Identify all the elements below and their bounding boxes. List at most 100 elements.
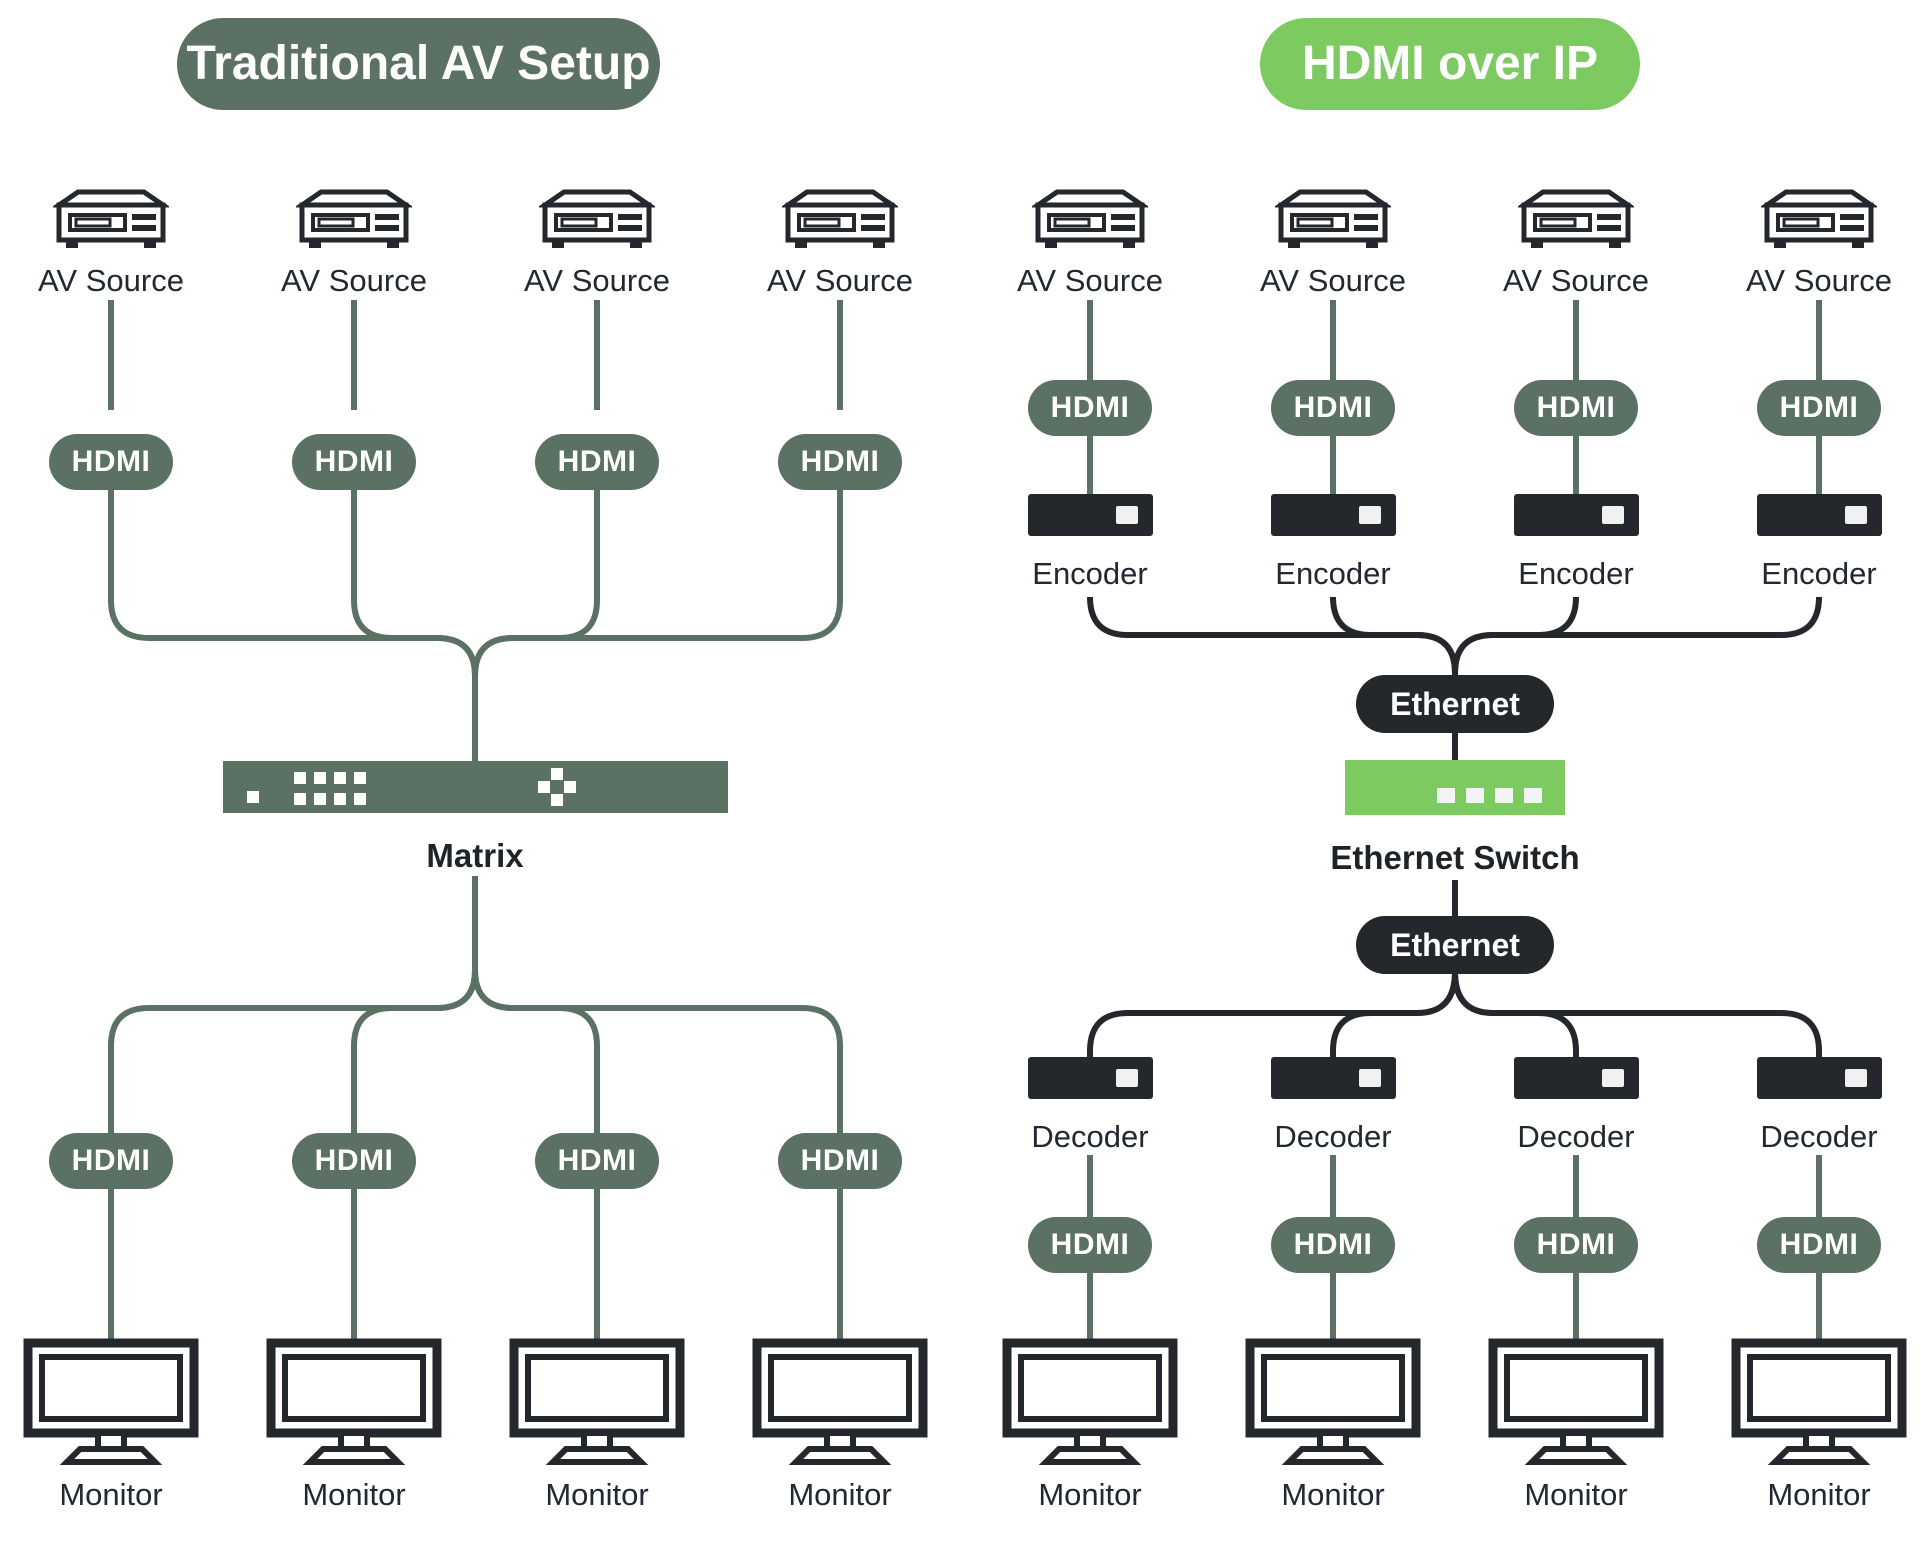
av-source-label: AV Source (1746, 263, 1892, 298)
ethernet-switch-label: Ethernet Switch (1330, 839, 1580, 876)
av-source-label: AV Source (1260, 263, 1406, 298)
ethernet-pill: Ethernet (1356, 916, 1554, 974)
hdmi-pill: HDMI (535, 434, 659, 490)
matrix-led (294, 793, 306, 805)
hdmi-pill: HDMI (49, 434, 173, 490)
hdmi-pill: HDMI (1514, 1217, 1638, 1273)
av-source-icon (1518, 188, 1634, 252)
av-source-label: AV Source (1503, 263, 1649, 298)
monitor-label: Monitor (1524, 1477, 1628, 1512)
switch-port (1495, 788, 1513, 803)
encoder-label: Encoder (1518, 556, 1634, 591)
hdmi-pill: HDMI (292, 1133, 416, 1189)
encoder-box-icon (1757, 494, 1882, 536)
av-source-icon (296, 188, 412, 252)
wire-segment (108, 488, 478, 763)
encoder-port (1845, 506, 1867, 524)
hdmi-pill: HDMI (1028, 380, 1152, 436)
av-source-label: AV Source (38, 263, 184, 298)
encoder-port (1116, 506, 1138, 524)
hdmi-pill: HDMI (1028, 1217, 1152, 1273)
matrix-dpad-icon (564, 781, 576, 793)
encoder-label: Encoder (1761, 556, 1877, 591)
monitor-icon (23, 1338, 199, 1468)
switch-port (1466, 788, 1484, 803)
wire-segment (1330, 960, 1458, 1062)
av-source-icon (539, 188, 655, 252)
matrix-chassis-icon (223, 761, 728, 813)
decoder-box-icon (1757, 1057, 1882, 1099)
monitor-icon (266, 1338, 442, 1468)
hdmi-pill: HDMI (1757, 1217, 1881, 1273)
monitor-label: Monitor (545, 1477, 649, 1512)
matrix-led (314, 772, 326, 784)
encoder-box-icon (1028, 494, 1153, 536)
monitor-label: Monitor (1038, 1477, 1142, 1512)
av-source-label: AV Source (1017, 263, 1163, 298)
monitor-icon (1731, 1338, 1907, 1468)
wire-segment (472, 488, 843, 763)
wire-segment (351, 876, 478, 1140)
av-source-icon (1275, 188, 1391, 252)
monitor-icon (1245, 1338, 1421, 1468)
decoder-box-icon (1271, 1057, 1396, 1099)
decoder-box-icon (1028, 1057, 1153, 1099)
monitor-label: Monitor (59, 1477, 163, 1512)
decoder-label: Decoder (1031, 1119, 1149, 1154)
av-source-label: AV Source (524, 263, 670, 298)
matrix-dpad-icon (538, 781, 550, 793)
hdmi-pill: HDMI (49, 1133, 173, 1189)
matrix-dpad-icon (551, 794, 563, 806)
monitor-icon (1488, 1338, 1664, 1468)
wire-segment (1452, 596, 1822, 705)
decoder-port (1845, 1069, 1867, 1087)
matrix-label: Matrix (426, 837, 524, 874)
encoder-label: Encoder (1032, 556, 1148, 591)
hdmi-pill: HDMI (535, 1133, 659, 1189)
decoder-port (1602, 1069, 1624, 1087)
encoder-label: Encoder (1275, 556, 1391, 591)
decoder-port (1116, 1069, 1138, 1087)
wire-segment (472, 876, 843, 1140)
matrix-led (294, 772, 306, 784)
hdmi-pill: HDMI (778, 434, 902, 490)
av-source-label: AV Source (281, 263, 427, 298)
encoder-box-icon (1514, 494, 1639, 536)
wire-segment (1330, 596, 1458, 705)
monitor-icon (1002, 1338, 1178, 1468)
hdmi-pill: HDMI (1514, 380, 1638, 436)
av-source-icon (1032, 188, 1148, 252)
hdmi-pill: HDMI (778, 1133, 902, 1189)
wire-segment (1452, 960, 1822, 1062)
matrix-led (354, 793, 366, 805)
matrix-led (247, 791, 259, 803)
encoder-port (1602, 506, 1624, 524)
monitor-label: Monitor (1767, 1477, 1871, 1512)
ethernet-switch-icon (1345, 760, 1565, 815)
wire-segment (351, 488, 478, 763)
av-source-icon (782, 188, 898, 252)
switch-port (1524, 788, 1542, 803)
matrix-led (334, 772, 346, 784)
av-source-icon (53, 188, 169, 252)
switch-port (1437, 788, 1455, 803)
matrix-dpad-icon (551, 768, 563, 780)
decoder-port (1359, 1069, 1381, 1087)
hdmi-pill: HDMI (1271, 380, 1395, 436)
matrix-led (354, 772, 366, 784)
monitor-icon (752, 1338, 928, 1468)
av-source-icon (1761, 188, 1877, 252)
monitor-label: Monitor (788, 1477, 892, 1512)
left-title-pill: Traditional AV Setup (177, 18, 660, 110)
monitor-label: Monitor (302, 1477, 406, 1512)
encoder-box-icon (1271, 494, 1396, 536)
decoder-label: Decoder (1760, 1119, 1878, 1154)
decoder-label: Decoder (1517, 1119, 1635, 1154)
matrix-led (314, 793, 326, 805)
monitor-label: Monitor (1281, 1477, 1385, 1512)
ethernet-pill: Ethernet (1356, 675, 1554, 733)
monitor-icon (509, 1338, 685, 1468)
wire-segment (472, 488, 600, 763)
